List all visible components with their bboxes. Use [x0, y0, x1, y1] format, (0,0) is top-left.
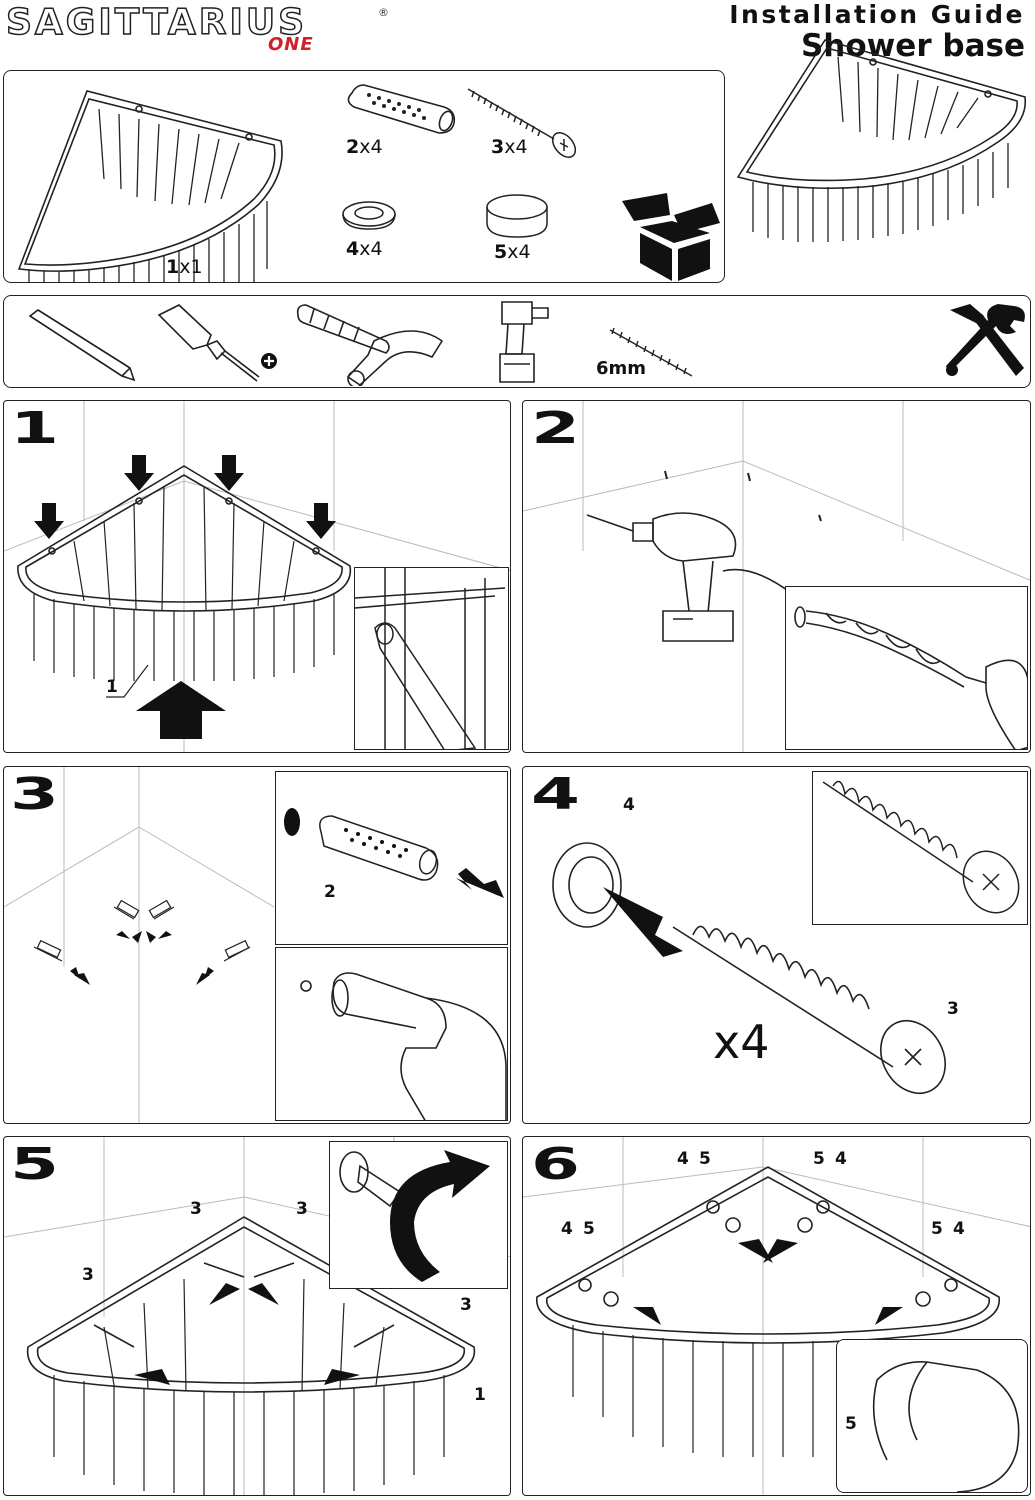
callout-3d: 3	[460, 1295, 472, 1315]
drill-in-hand	[586, 512, 823, 642]
callout-4: 4	[623, 795, 635, 815]
step-6-panel: 6 4 5 5 4 4 5 5 4 5	[522, 1136, 1031, 1496]
drill-bit-icon	[609, 327, 693, 377]
pencil-icon	[28, 309, 136, 382]
screwdriver-icon	[157, 304, 277, 382]
screw-icon	[467, 88, 577, 158]
step-4-panel: 4 4 3 x4	[522, 766, 1031, 1124]
callout-1: 1	[106, 677, 118, 697]
step-4-screw-inset	[812, 771, 1028, 925]
part-4-label: 4x4	[346, 238, 383, 260]
hammer-icon	[296, 304, 444, 386]
wall-lines	[4, 767, 274, 1123]
part-3-label: 3x4	[491, 136, 528, 158]
callout-5c: 5	[583, 1219, 595, 1239]
basket-drawing	[17, 455, 352, 681]
callout-3b: 3	[296, 1199, 308, 1219]
quantity-multiplier: x4	[713, 1015, 770, 1069]
step-3-hammer-inset	[275, 947, 508, 1121]
step-6-cap-inset: 5	[836, 1339, 1028, 1493]
wall-lines	[523, 1137, 1030, 1495]
corner-basket-image	[17, 90, 283, 282]
step-5-panel: 5 3 3 3 3 1	[3, 1136, 511, 1496]
step-number: 1	[10, 403, 59, 454]
callout-5-inset: 5	[845, 1414, 857, 1434]
callout-2: 2	[324, 882, 336, 902]
step-number: 4	[531, 769, 580, 820]
callout-4c: 4	[561, 1219, 573, 1239]
callout-3c: 3	[82, 1265, 94, 1285]
callout-4a: 4	[677, 1149, 689, 1169]
step-3-anchor-inset: 2	[275, 771, 508, 945]
step-number: 3	[10, 769, 59, 820]
callout-4b: 4	[835, 1149, 847, 1169]
step-2-panel: 2	[522, 400, 1031, 753]
up-arrow	[136, 681, 226, 739]
basket-mounted	[26, 1216, 476, 1495]
step-1-panel: 1 1	[3, 400, 511, 753]
callout-4d: 4	[953, 1219, 965, 1239]
hole-marks	[664, 470, 822, 522]
part-5-label: 5x4	[494, 241, 531, 263]
washer-and-screw	[552, 842, 946, 1094]
part-2-label: 2x4	[346, 136, 383, 158]
wall-anchor-icon	[347, 84, 456, 134]
page-title: Installation Guide	[729, 0, 1025, 29]
parts-panel: 1x1 2x4 3x4 4x4	[3, 70, 725, 283]
callout-5d: 5	[931, 1219, 943, 1239]
step-number: 2	[531, 403, 580, 454]
callout-5a: 5	[699, 1149, 711, 1169]
wall-lines	[4, 401, 510, 752]
brand-name: SAGITTARIUS	[5, 1, 308, 44]
box-icon	[622, 193, 720, 281]
step-number: 5	[10, 1139, 59, 1190]
brand-subname: ONE	[268, 34, 314, 55]
basket-with-caps	[536, 1166, 1000, 1457]
callout-1: 1	[474, 1385, 486, 1405]
wall-lines	[523, 401, 1030, 752]
washer-cap-icon	[342, 201, 396, 230]
step-2-detail-inset	[785, 586, 1028, 750]
step-number: 6	[531, 1139, 580, 1190]
callout-5b: 5	[813, 1149, 825, 1169]
anchors-in-wall	[33, 899, 251, 985]
drill-icon	[499, 301, 549, 383]
callout-line	[106, 664, 149, 698]
callout-3: 3	[947, 999, 959, 1019]
drill-bit-size-label: 6mm	[596, 358, 647, 379]
registered-mark: ®	[378, 6, 389, 19]
cover-cap-icon	[486, 194, 548, 238]
brand-logo: SAGITTARIUS ® ONE	[5, 0, 396, 60]
callout-3a: 3	[190, 1199, 202, 1219]
step-1-detail-inset	[354, 567, 509, 750]
step-3-panel: 3 2	[3, 766, 511, 1124]
basket-illustration	[736, 39, 1027, 242]
tools-panel: 6mm	[3, 295, 1031, 388]
tools-icon	[946, 304, 1025, 376]
step-5-screwdriver-inset	[329, 1141, 508, 1289]
part-1-label: 1x1	[166, 256, 203, 278]
